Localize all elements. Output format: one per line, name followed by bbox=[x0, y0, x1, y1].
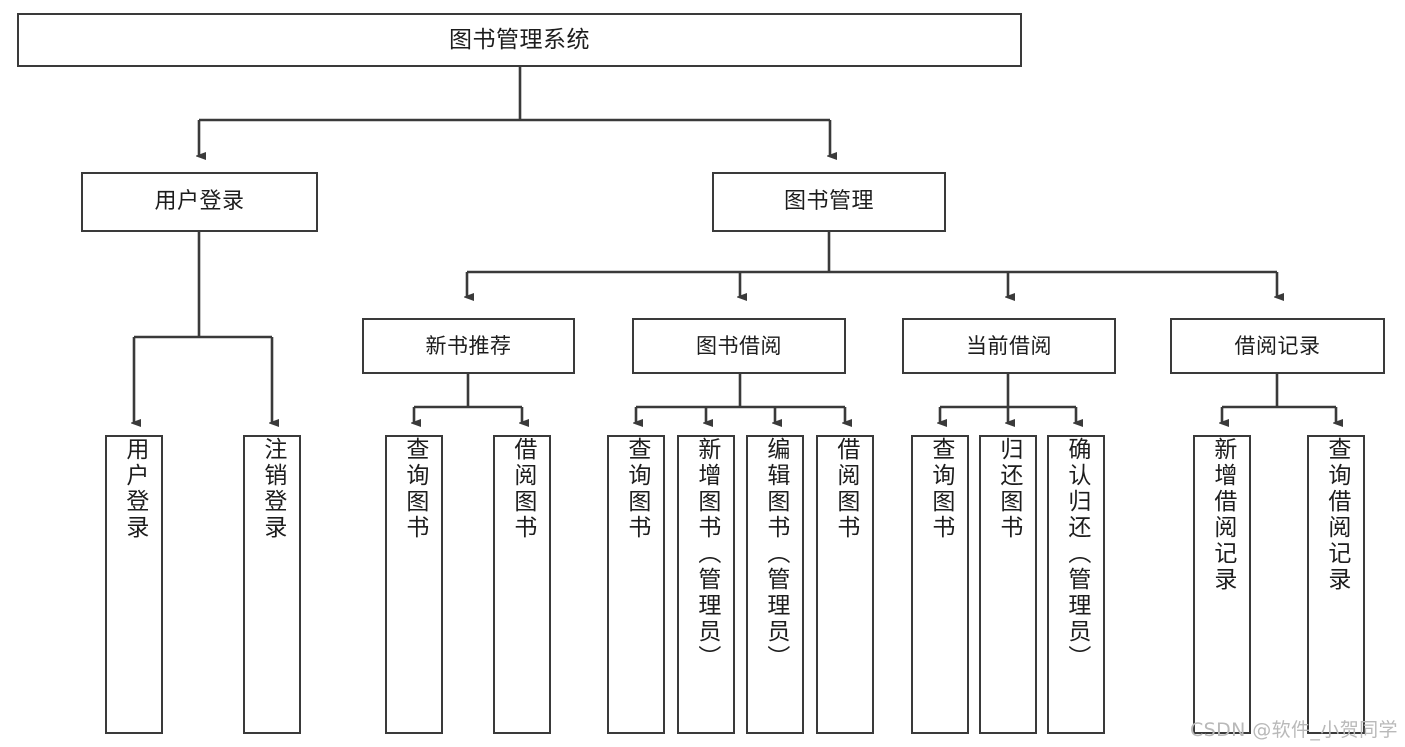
leaf-borrow-query-book[interactable]: 查询图书 bbox=[607, 435, 665, 734]
node-new-book-recommend[interactable]: 新书推荐 bbox=[362, 318, 575, 374]
node-label: 新书推荐 bbox=[425, 333, 512, 358]
node-root-book-management-system[interactable]: 图书管理系统 bbox=[17, 13, 1022, 67]
node-label: 借阅图书 bbox=[832, 437, 859, 541]
node-book-borrow[interactable]: 图书借阅 bbox=[632, 318, 846, 374]
node-label: 新增图书（管理员） bbox=[693, 437, 720, 671]
leaf-newbook-query-book[interactable]: 查询图书 bbox=[385, 435, 443, 734]
leaf-borrow-add-book-admin[interactable]: 新增图书（管理员） bbox=[677, 435, 735, 734]
node-label: 确认归还（管理员） bbox=[1063, 437, 1090, 671]
node-label: 查询图书 bbox=[623, 437, 650, 541]
leaf-borrow-edit-book-admin[interactable]: 编辑图书（管理员） bbox=[746, 435, 804, 734]
node-user-login[interactable]: 用户登录 bbox=[81, 172, 318, 232]
node-label: 新增借阅记录 bbox=[1209, 437, 1236, 593]
leaf-current-confirm-return-admin[interactable]: 确认归还（管理员） bbox=[1047, 435, 1105, 734]
node-label: 查询图书 bbox=[401, 437, 428, 541]
leaf-record-query-borrow-record[interactable]: 查询借阅记录 bbox=[1307, 435, 1365, 734]
node-label: 查询图书 bbox=[927, 437, 954, 541]
node-label: 归还图书 bbox=[995, 437, 1022, 541]
node-label: 图书借阅 bbox=[696, 333, 782, 358]
node-label: 图书管理 bbox=[783, 189, 874, 215]
node-label: 编辑图书（管理员） bbox=[762, 437, 789, 671]
leaf-record-add-borrow-record[interactable]: 新增借阅记录 bbox=[1193, 435, 1251, 734]
node-book-management[interactable]: 图书管理 bbox=[712, 172, 946, 232]
node-label: 借阅记录 bbox=[1234, 333, 1321, 358]
node-current-borrow[interactable]: 当前借阅 bbox=[902, 318, 1116, 374]
leaf-current-return-book[interactable]: 归还图书 bbox=[979, 435, 1037, 734]
node-label: 查询借阅记录 bbox=[1323, 437, 1350, 593]
leaf-borrow-borrow-book[interactable]: 借阅图书 bbox=[816, 435, 874, 734]
node-label: 注销登录 bbox=[259, 437, 286, 541]
node-label: 用户登录 bbox=[121, 437, 148, 541]
leaf-user-login-signout[interactable]: 注销登录 bbox=[243, 435, 301, 734]
node-label: 用户登录 bbox=[154, 189, 245, 215]
node-label: 图书管理系统 bbox=[449, 26, 590, 53]
leaf-user-login-signin[interactable]: 用户登录 bbox=[105, 435, 163, 734]
node-label: 当前借阅 bbox=[966, 333, 1052, 358]
leaf-newbook-borrow-book[interactable]: 借阅图书 bbox=[493, 435, 551, 734]
leaf-current-query-book[interactable]: 查询图书 bbox=[911, 435, 969, 734]
node-label: 借阅图书 bbox=[509, 437, 536, 541]
node-borrow-record[interactable]: 借阅记录 bbox=[1170, 318, 1385, 374]
csdn-watermark: CSDN @软件_小贺同学 bbox=[1190, 719, 1398, 741]
